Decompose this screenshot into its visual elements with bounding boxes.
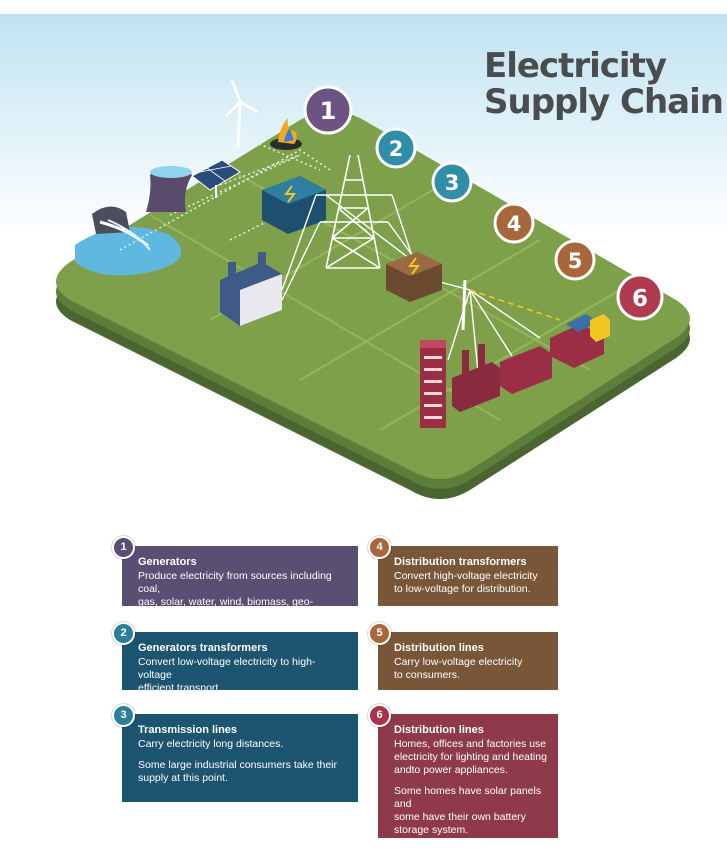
land-platform <box>56 111 690 499</box>
wind-turbine-icon <box>225 79 259 149</box>
svg-text:1: 1 <box>320 97 337 125</box>
house-icon <box>550 314 610 368</box>
supply-chain-illustration: 1 2 3 4 5 6 <box>0 14 727 499</box>
generator-transformer-icon <box>262 176 326 234</box>
legend-card-2: Generators transformers Convert low-volt… <box>122 632 358 694</box>
legend-text: supply at this point. <box>138 772 228 784</box>
legend-text: Some homes have solar panels and <box>394 785 542 810</box>
legend-text: Some large industrial consumers take the… <box>138 759 338 771</box>
legend-heading: Distribution lines <box>394 642 484 654</box>
legend-text: to consumers. <box>394 669 460 681</box>
office-tower-icon <box>420 340 446 428</box>
legend-text: some have their own battery <box>394 811 526 823</box>
legend-text: gas, solar, water, wind, biomass, geo-th… <box>138 596 314 621</box>
legend-text: Carry electricity long distances. <box>138 738 284 750</box>
distribution-transformer-icon <box>386 252 442 302</box>
legend-badge-5: 5 <box>368 622 391 645</box>
title-line-1: Electricity <box>484 46 667 86</box>
legend-card-1: Generators Produce electricity from sour… <box>122 546 358 621</box>
title-line-2: Supply Chain <box>484 82 724 122</box>
legend-heading: Generators <box>138 556 197 568</box>
legend-badge-6: 6 <box>368 704 391 727</box>
legend-heading: Generators transformers <box>138 642 268 654</box>
legend-card-6: Distribution lines Homes, offices and fa… <box>378 714 558 838</box>
legend-heading: Distribution transformers <box>394 556 527 568</box>
marker-2: 2 <box>375 127 417 169</box>
legend-text: Convert low-voltage electricity to high-… <box>138 656 316 681</box>
svg-text:5: 5 <box>568 249 583 273</box>
svg-text:2: 2 <box>389 137 404 161</box>
solar-panel-icon <box>191 159 241 198</box>
office-block-icon <box>500 346 552 394</box>
legend-card-5: Distribution lines Carry low-voltage ele… <box>378 632 558 690</box>
marker-5: 5 <box>554 239 596 281</box>
legend-text: Homes, offices and factories use <box>394 738 547 750</box>
cooling-tower-icon <box>146 166 192 212</box>
legend-text: storage system. <box>394 824 469 836</box>
marker-3: 3 <box>431 161 473 203</box>
legend-text: Produce electricity from sources includi… <box>138 570 332 595</box>
legend-text: electricity for lighting and heating <box>394 751 547 763</box>
page-title: Electricity Supply Chain <box>484 46 724 122</box>
fire-icon <box>270 118 302 150</box>
marker-1: 1 <box>303 85 353 135</box>
svg-text:3: 3 <box>445 171 460 195</box>
legend-badge-4: 4 <box>368 536 391 559</box>
transmission-tower-icon <box>316 154 392 269</box>
battery-link <box>469 289 561 321</box>
lake <box>75 227 182 276</box>
legend-badge-1: 1 <box>112 536 135 559</box>
svg-text:6: 6 <box>632 286 648 312</box>
power-lines <box>281 194 541 373</box>
legend-text: efficient transport. <box>138 682 222 694</box>
factory-icon <box>452 344 500 412</box>
legend-text: andto power appliances. <box>394 764 508 776</box>
hydro-dam-icon <box>92 206 151 251</box>
svg-text:4: 4 <box>507 212 522 236</box>
legend-badge-3: 3 <box>112 704 135 727</box>
marker-6: 6 <box>616 273 664 321</box>
legend-text: Convert high-voltage electricity <box>394 570 538 582</box>
legend-card-4: Distribution transformers Convert high-v… <box>378 546 558 606</box>
legend-text: to low-voltage for distribution. <box>394 583 531 595</box>
legend-heading: Transmission lines <box>138 724 238 736</box>
legend-heading: Distribution lines <box>394 724 484 736</box>
marker-4: 4 <box>493 202 535 244</box>
legend-text: Carry low-voltage electricity <box>394 656 523 668</box>
power-plant-icon <box>220 252 282 326</box>
legend-badge-2: 2 <box>112 622 135 645</box>
legend-card-3: Transmission lines Carry electricity lon… <box>122 714 358 802</box>
